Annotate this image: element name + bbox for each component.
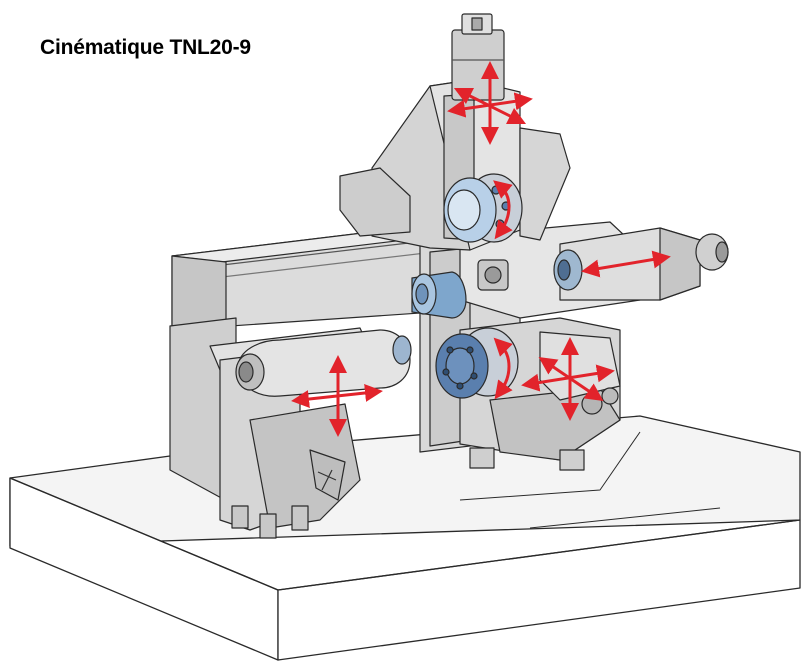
- left-spindle-housing: [237, 329, 411, 397]
- arrow-vertical-icon: [493, 180, 513, 240]
- lower-turret-disk: [435, 327, 519, 399]
- axis-arrows: [291, 61, 671, 437]
- page-title: Cinématique TNL20-9: [40, 36, 251, 59]
- left-headstock: [169, 317, 412, 539]
- y-axis-motor: [451, 29, 505, 101]
- arrow-horizontal-icon: [581, 250, 671, 278]
- base-tray: [9, 415, 801, 661]
- tray-front-right-face: [277, 519, 801, 661]
- middle-spindle-nose: [411, 271, 467, 319]
